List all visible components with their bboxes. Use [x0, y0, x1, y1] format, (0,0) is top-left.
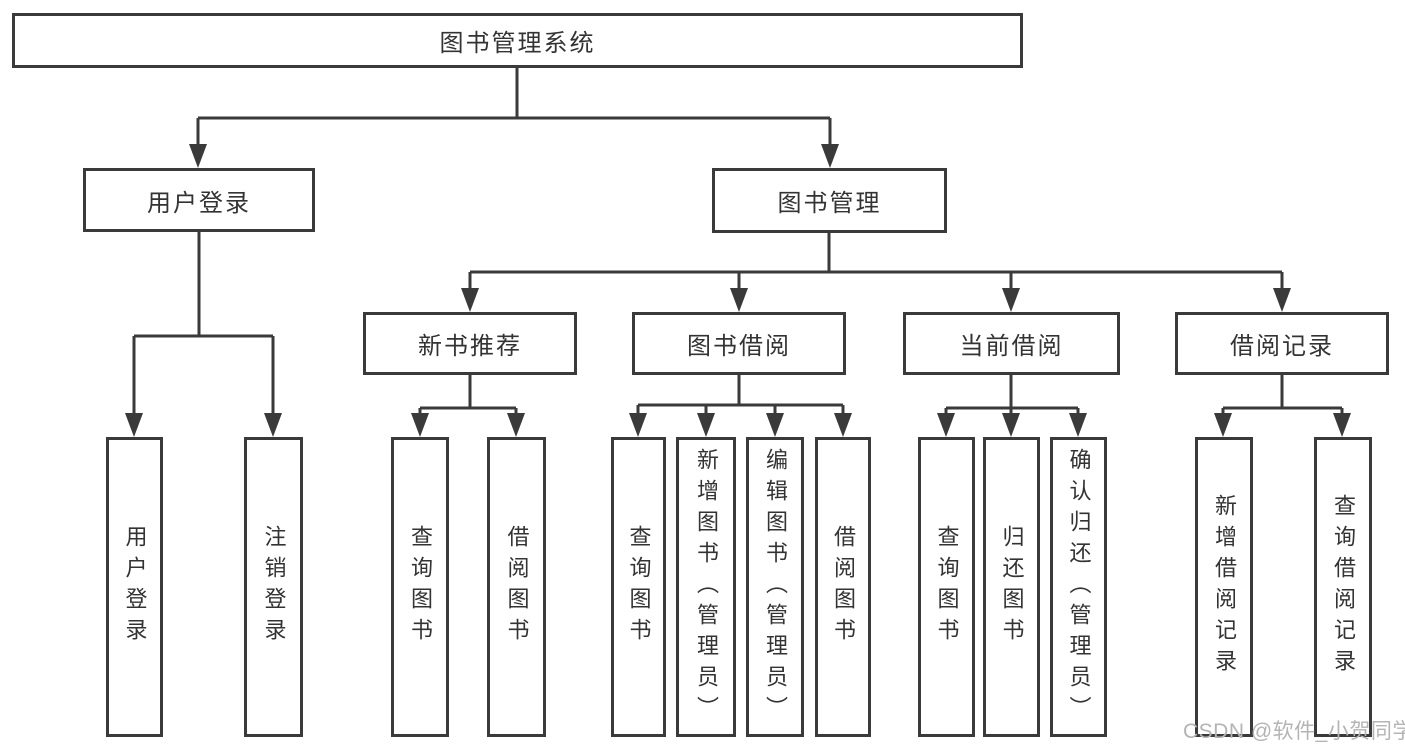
node-label: 用户登录: [147, 189, 251, 217]
leaf-label: 查询图书: [408, 525, 433, 649]
node-label: 图书管理系统: [439, 30, 596, 57]
leaf-edit-books-admin: 编辑图书（管理员）: [746, 437, 804, 737]
connector-lines: [132, 68, 1344, 416]
leaf-logout: 注销登录: [244, 437, 303, 737]
leaf-label: 编辑图书（管理员）: [763, 447, 788, 727]
connector-arrowheads: [125, 144, 1351, 437]
leaf-label: 新增图书（管理员）: [694, 447, 719, 727]
leaf-label: 注销登录: [261, 525, 287, 649]
leaf-label: 归还图书: [999, 525, 1025, 649]
node-book-management: 图书管理: [712, 168, 947, 233]
leaf-label: 用户登录: [122, 525, 148, 649]
leaf-add-books-admin: 新增图书（管理员）: [676, 437, 736, 737]
leaf-borrow-books: 借阅图书: [815, 437, 871, 737]
node-current-borrowing: 当前借阅: [903, 312, 1120, 375]
leaf-query-borrow-record: 查询借阅记录: [1314, 437, 1372, 737]
leaf-label: 借阅图书: [831, 525, 856, 649]
node-book-borrowing: 图书借阅: [632, 312, 846, 375]
leaf-label: 查询图书: [626, 525, 652, 649]
leaf-query-books-recommend: 查询图书: [391, 437, 449, 737]
leaf-borrow-books-recommend: 借阅图书: [487, 437, 546, 737]
csdn-watermark: CSDN @软件_小贺同学: [1183, 720, 1405, 743]
leaf-query-books-borrow: 查询图书: [611, 437, 666, 737]
leaf-label: 确认归还（管理员）: [1066, 447, 1092, 727]
leaf-label: 查询图书: [934, 525, 960, 649]
node-label: 图书借阅: [687, 333, 791, 360]
leaf-return-books: 归还图书: [983, 437, 1040, 737]
node-label: 借阅记录: [1230, 333, 1334, 360]
leaf-user-login: 用户登录: [106, 437, 163, 737]
node-library-management-system: 图书管理系统: [12, 13, 1023, 68]
leaf-label: 新增借阅记录: [1212, 494, 1237, 680]
node-label: 图书管理: [777, 190, 882, 217]
node-label: 新书推荐: [418, 333, 522, 360]
node-user-login: 用户登录: [83, 168, 315, 232]
leaf-label: 借阅图书: [504, 525, 530, 649]
leaf-label: 查询借阅记录: [1331, 494, 1356, 680]
leaf-add-borrow-record: 新增借阅记录: [1195, 437, 1253, 737]
leaf-query-books-current: 查询图书: [918, 437, 975, 737]
leaf-confirm-return-admin: 确认归还（管理员）: [1050, 437, 1107, 737]
node-label: 当前借阅: [959, 333, 1064, 360]
node-new-book-recommendation: 新书推荐: [363, 312, 577, 375]
node-borrowing-records: 借阅记录: [1175, 312, 1389, 375]
